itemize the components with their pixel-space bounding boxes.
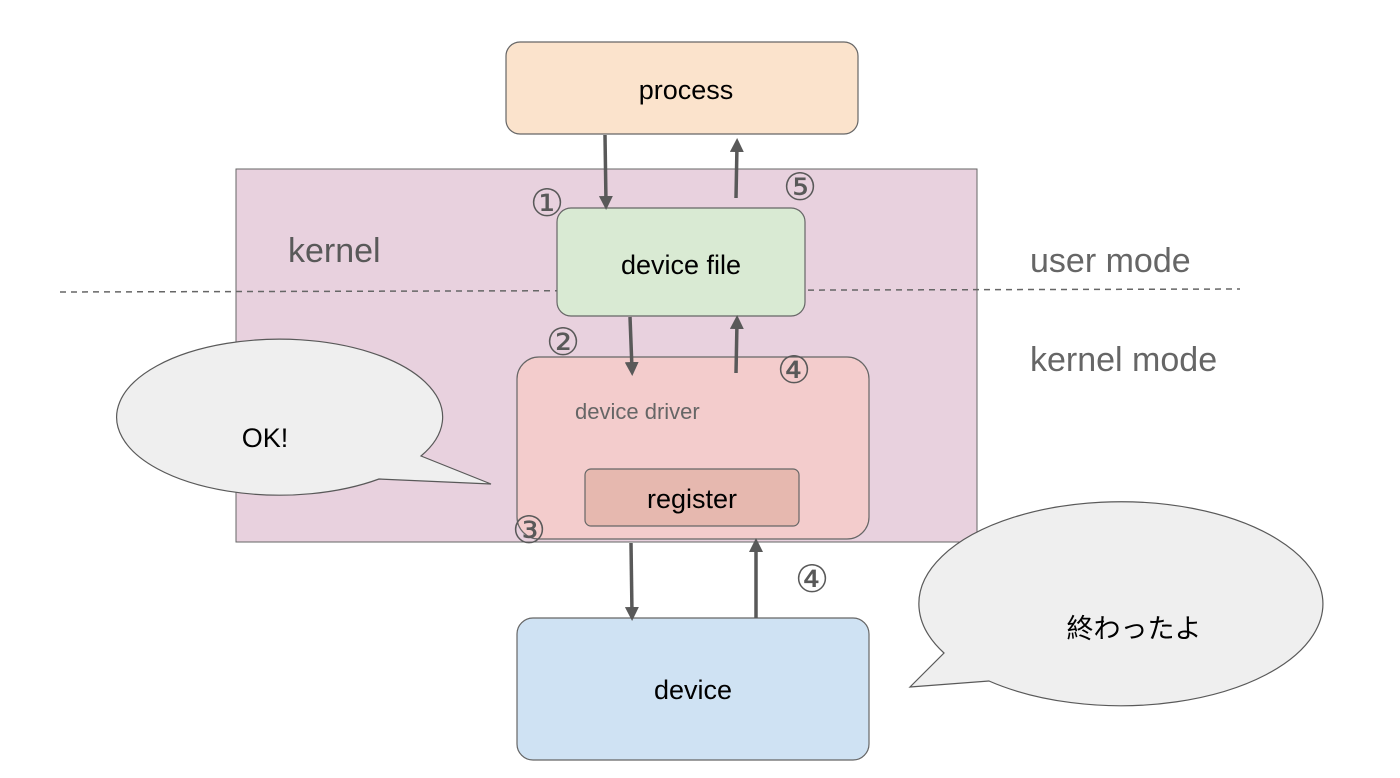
- device-driver-label: device driver: [575, 399, 700, 424]
- done-speech-bubble: [908, 501, 1324, 707]
- arrow-driver-to-device-file: [729, 315, 744, 374]
- mode-boundary-line: [59, 288, 1241, 293]
- done-bubble-text: 終わったよ: [1067, 614, 1202, 644]
- arrow-driver-to-device: [624, 542, 639, 621]
- step-4-upper-marker: ④: [777, 350, 811, 392]
- process-label: process: [639, 75, 734, 105]
- step-1-marker: ①: [530, 183, 564, 225]
- ok-bubble-text: OK!: [242, 423, 289, 453]
- device-label: device: [654, 675, 732, 705]
- device-file-label: device file: [621, 250, 741, 280]
- user-mode-label: user mode: [1030, 242, 1191, 280]
- device-box: [516, 617, 870, 761]
- register-box: [584, 468, 800, 527]
- step-2-marker: ②: [546, 322, 580, 364]
- ok-speech-bubble: [116, 338, 492, 496]
- step-4-lower-marker: ④: [795, 559, 829, 601]
- register-label: register: [647, 484, 737, 514]
- arrow-device-file-to-driver: [624, 316, 639, 376]
- device-file-box: [556, 207, 806, 317]
- kernel-mode-label: kernel mode: [1030, 341, 1217, 379]
- arrow-process-to-device-file: [598, 134, 613, 210]
- step-5-marker: ⑤: [783, 167, 817, 209]
- kernel-label: kernel: [288, 232, 381, 270]
- step-3-marker: ③: [512, 510, 546, 552]
- process-box: [505, 41, 859, 135]
- arrow-device-file-to-process: [729, 138, 744, 199]
